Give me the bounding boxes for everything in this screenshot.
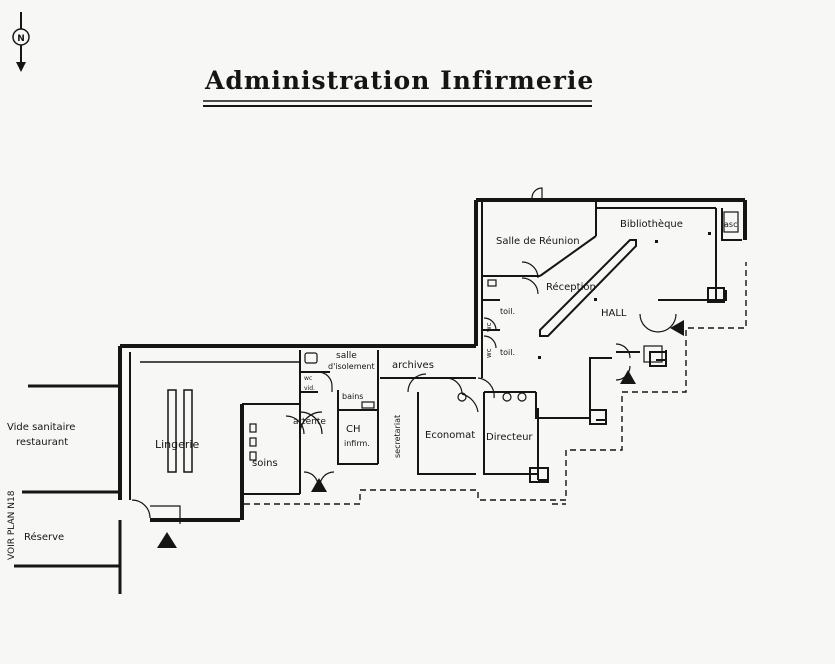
room-lingerie: Lingerie [155,438,199,451]
room-labels: Lingerie soins attente salle d'isolement… [155,218,737,469]
label-reserve: Réserve [24,531,64,543]
door-swings [131,187,677,524]
room-toilet-2: toil. [500,348,515,357]
room-directeur: Directeur [486,432,533,443]
room-salle-reunion: Salle de Réunion [496,235,580,247]
label-voir-plan: VOIR PLAN N18 [7,490,17,560]
room-vid: vid. [304,385,315,392]
room-ch-infirm-line1: CH [346,424,361,435]
plan-title: Administration Infirmerie [205,66,595,95]
entrance-arrow-icon [670,320,684,336]
compass-letter: N [17,34,25,44]
room-salle-isolement-line1: salle [336,351,357,361]
side-labels: Vide sanitaire restaurant Réserve VOIR P… [7,422,75,560]
room-salle-isolement-line2: d'isolement [328,362,375,371]
room-secretariat: secretariat [393,415,402,458]
room-economat: Economat [425,430,475,441]
label-vide-sanitaire: Vide sanitaire [7,422,75,433]
adjacent-building-lines [14,384,122,594]
room-soins: soins [252,458,278,469]
room-hall: HALL [601,308,627,319]
column-markers [538,232,711,359]
entrance-arrow-icon [311,478,327,492]
fixtures [249,211,739,461]
room-wc-1: wc [485,322,493,332]
room-bibliotheque: Bibliothèque [620,218,683,230]
interior-walls [129,200,742,500]
north-compass-icon: N [12,12,30,72]
entrance-markers [157,320,684,548]
title-underline [203,100,592,107]
room-bains: bains [342,392,363,401]
room-asc: asc [724,220,737,229]
room-wc-2: wc [485,348,493,358]
lingerie-shelving [140,361,300,473]
room-attente: attente [293,417,326,427]
room-reception: Réception [546,281,596,293]
room-toilet-1: toil. [500,307,515,316]
exterior-walls [118,198,747,522]
room-ch-infirm-line2: infirm. [344,439,370,448]
entrance-arrow-icon [620,370,636,384]
entrance-arrow-icon [157,532,177,548]
room-wc-small: wc [304,375,312,382]
exterior-step-walls [529,287,727,483]
label-restaurant: restaurant [16,437,68,448]
dashed-outline [244,262,747,505]
room-archives: archives [392,360,434,371]
